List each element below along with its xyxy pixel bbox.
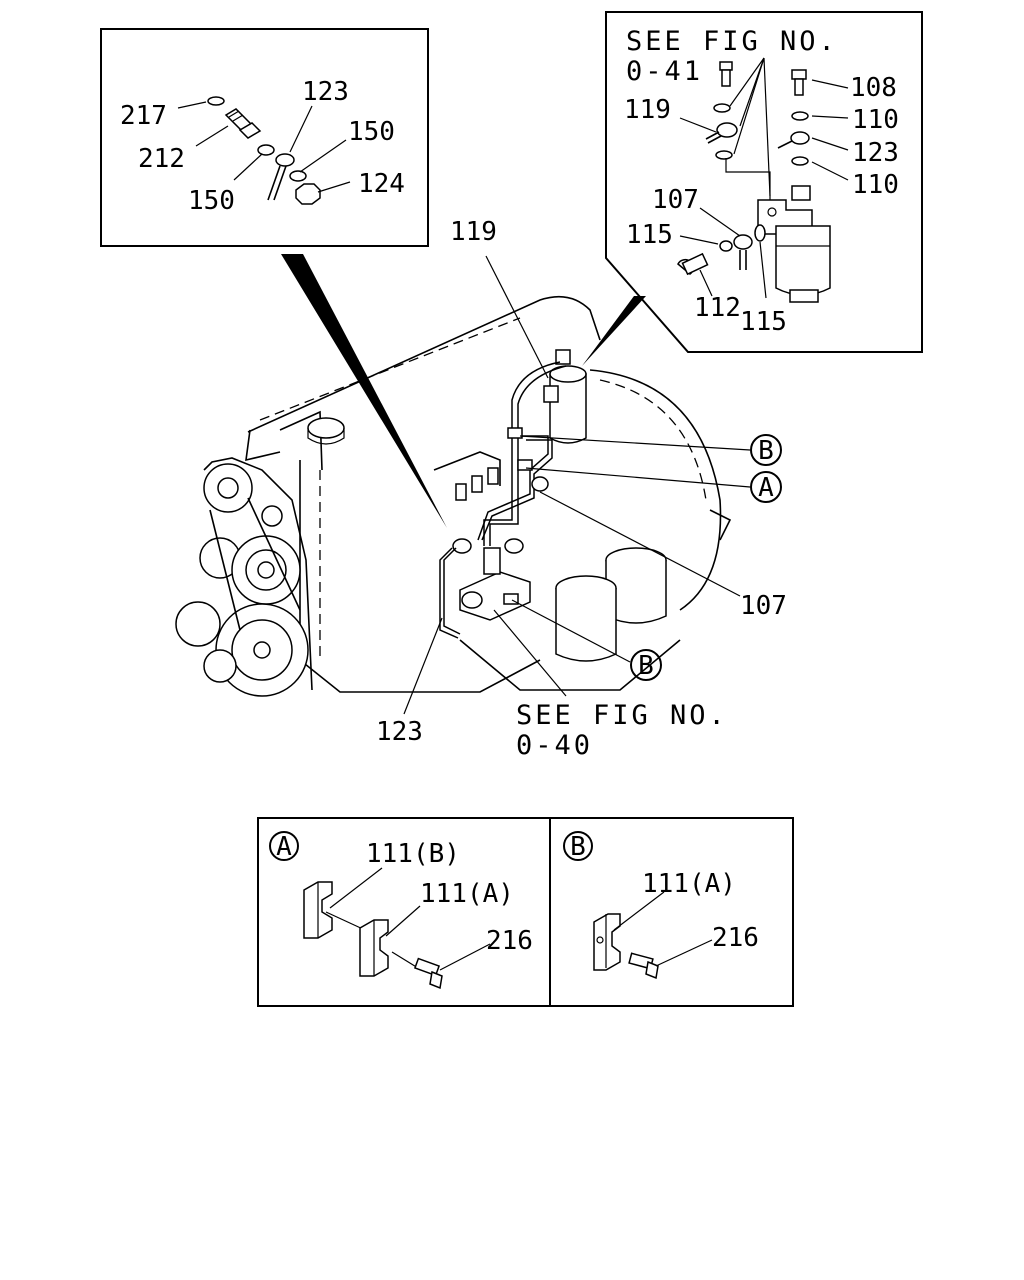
filter-inset: SEE FIG NO. 0-41 — [605, 11, 923, 353]
washer-110-upper — [791, 111, 809, 121]
label-111b: 111(B) — [366, 839, 460, 869]
bolt-112 — [677, 252, 709, 276]
label-216-detail-b: 216 — [712, 923, 759, 953]
label-110-upper: 110 — [852, 105, 899, 135]
eye-fitting-119 — [705, 122, 738, 144]
label-111a-detail-b: 111(A) — [642, 869, 736, 899]
bolt-216-detail-a — [413, 957, 443, 990]
label-123-main: 123 — [376, 717, 423, 747]
leader-b-top — [519, 435, 751, 451]
label-119-main: 119 — [450, 217, 497, 247]
leader-b-bottom — [511, 599, 631, 663]
sender-unit-212 — [224, 108, 262, 139]
callout-b-bottom: B — [630, 649, 662, 681]
leader-119 — [485, 255, 549, 379]
oil-filler-cap — [307, 417, 345, 445]
washer-upper-left — [713, 103, 731, 113]
callout-b-bottom-text: B — [638, 651, 654, 681]
label-115-right: 115 — [740, 307, 787, 337]
washer-110-lower — [791, 156, 809, 166]
washer-217 — [207, 96, 225, 106]
label-119-inset: 119 — [624, 95, 671, 125]
filter-pointer-wedge — [582, 296, 646, 366]
detail-a-tag: A — [276, 832, 292, 862]
detail-a: A 111(B) 111(A) 216 — [269, 831, 533, 990]
fuel-filter — [757, 185, 831, 303]
fitting-107 — [733, 234, 753, 270]
washer-150-right — [289, 170, 307, 182]
washer-lower-left — [715, 150, 733, 160]
injection-pump — [433, 451, 531, 621]
clamp-111a-detail-a — [359, 919, 389, 977]
nut-124 — [295, 183, 321, 205]
front-pulleys — [175, 457, 313, 697]
leader-107 — [539, 491, 741, 597]
see-fig-041-line2: 0-41 — [626, 56, 703, 87]
label-216-detail-a: 216 — [486, 926, 533, 956]
label-124: 124 — [358, 169, 405, 199]
label-150-right: 150 — [348, 117, 395, 147]
see-fig-041-line1: SEE FIG NO. — [626, 26, 838, 57]
bolt-small-top — [719, 61, 733, 87]
bolt-108 — [791, 69, 807, 96]
oil-filters — [555, 547, 667, 662]
engine-block-outline — [299, 460, 541, 693]
leader-123 — [403, 617, 443, 715]
callout-b-top-text: B — [758, 436, 774, 466]
callout-b-top: B — [750, 434, 782, 466]
leader-see-040 — [493, 609, 567, 697]
see-fig-040-line1: SEE FIG NO. — [516, 700, 728, 731]
label-115-left: 115 — [626, 220, 673, 250]
label-212: 212 — [138, 144, 185, 174]
engine-assembly: B A B 119 107 123 SEE FIG NO. 0-40 — [175, 217, 787, 761]
sender-pointer-wedge — [281, 254, 447, 528]
head-cover-top — [247, 295, 601, 433]
callout-a: A — [750, 471, 782, 503]
washer-115-right — [754, 224, 766, 242]
washer-150-left — [257, 144, 275, 156]
detail-panels-frame — [257, 817, 794, 1007]
sender-inset-frame — [100, 28, 429, 247]
eye-fitting-123 — [777, 131, 810, 149]
filter-inset-frame — [605, 11, 923, 353]
label-217: 217 — [120, 101, 167, 131]
mounted-fuel-filter — [543, 349, 587, 444]
label-107-main: 107 — [740, 591, 787, 621]
detail-b-tag: B — [570, 832, 586, 862]
detail-b: B 111(A) 216 — [563, 831, 759, 980]
clamp-111b — [303, 881, 333, 939]
sender-inset: 217 212 150 123 150 124 — [100, 28, 429, 247]
clamp-111a-detail-b — [593, 913, 621, 971]
see-fig-040-line2: 0-40 — [516, 730, 593, 761]
leader-a — [525, 467, 751, 488]
terminal-123 — [267, 153, 295, 201]
label-123: 123 — [302, 77, 349, 107]
label-150-left: 150 — [188, 186, 235, 216]
label-111a-detail-a: 111(A) — [420, 879, 514, 909]
label-108: 108 — [850, 73, 897, 103]
bolt-216-detail-b — [628, 952, 659, 980]
fuel-pipes — [439, 361, 567, 639]
label-112: 112 — [694, 293, 741, 323]
washer-115-left — [719, 240, 733, 252]
flywheel-housing — [589, 369, 722, 611]
label-107-inset: 107 — [652, 185, 699, 215]
callout-a-text: A — [758, 473, 774, 503]
detail-panels: A 111(B) 111(A) 216 B — [257, 817, 794, 1007]
label-123-inset: 123 — [852, 138, 899, 168]
label-110-lower: 110 — [852, 170, 899, 200]
